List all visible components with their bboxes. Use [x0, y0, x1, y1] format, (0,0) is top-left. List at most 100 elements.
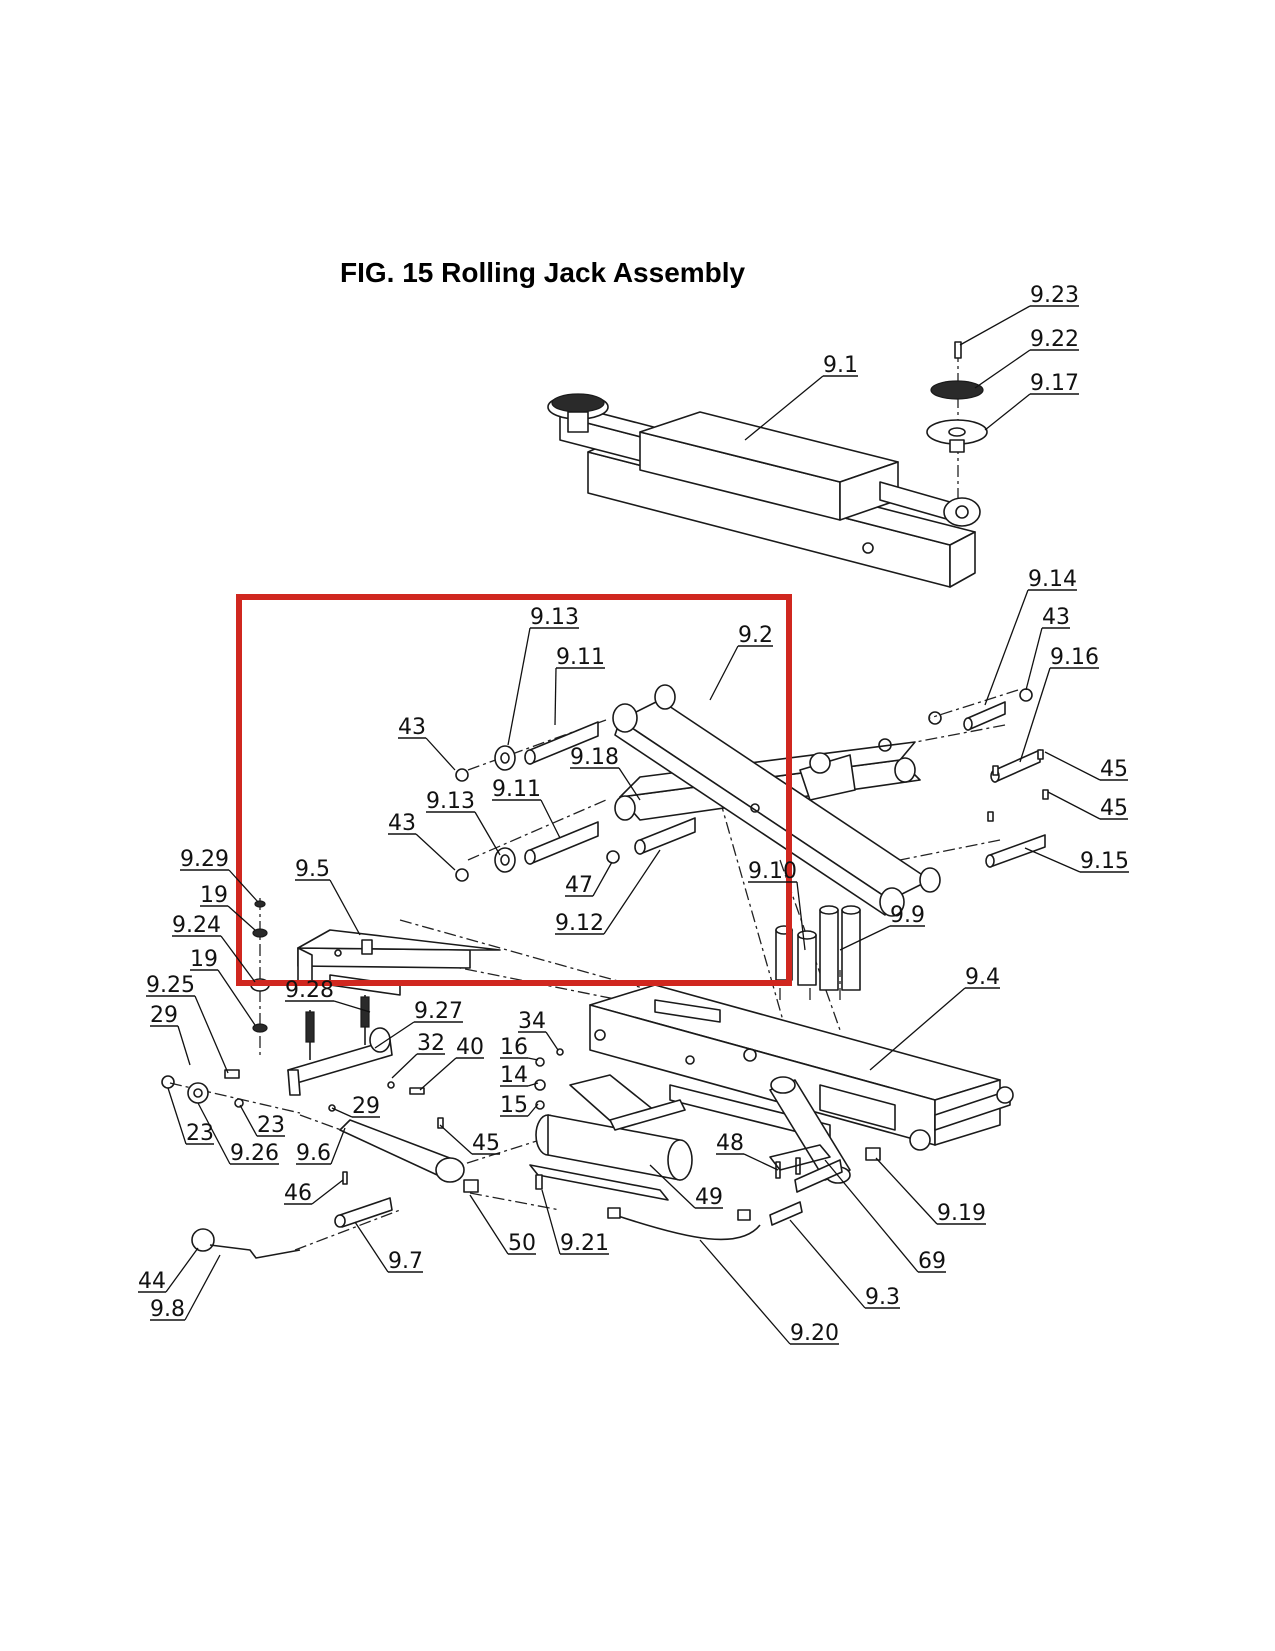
callout-label: 9.11: [556, 645, 605, 670]
callout-label: 9.5: [295, 857, 330, 882]
callout-45: 45: [439, 1124, 500, 1156]
left-stack-parts: [250, 900, 270, 1033]
callout-leader: [474, 811, 501, 856]
callout-label: 9.23: [1030, 283, 1079, 308]
callout-leader: [545, 1031, 559, 1051]
callout-9-2: 9.2: [709, 623, 773, 701]
callout-9-21: 9.21: [541, 1189, 609, 1256]
callout-label: 45: [1100, 796, 1128, 821]
callout-leader: [959, 305, 1031, 346]
callout-label: 9.13: [426, 789, 475, 814]
callout-9-6: 9.6: [296, 1127, 346, 1166]
callout-leader: [839, 925, 891, 951]
callout-label: 43: [388, 811, 416, 836]
callout-label: 43: [1042, 605, 1070, 630]
callout-9-8: 9.8: [150, 1254, 221, 1322]
callout-leader: [329, 879, 361, 936]
callout-9-14: 9.14: [984, 567, 1077, 706]
callout-label: 47: [565, 873, 593, 898]
callout-label: 9.15: [1080, 849, 1129, 874]
callout-9-26: 9.26: [197, 1102, 279, 1166]
callout-9-19: 9.19: [875, 1157, 986, 1226]
callout-leader: [592, 861, 613, 897]
callout-label: 9.11: [492, 777, 541, 802]
callout-9-13: 9.13: [426, 789, 501, 856]
callout-leader: [540, 799, 561, 839]
callout-9-9: 9.9: [839, 903, 925, 951]
callout-50: 50: [469, 1194, 536, 1256]
callout-leader: [197, 1102, 231, 1165]
callout-15: 15: [500, 1093, 539, 1118]
callout-label: 9.12: [555, 911, 604, 936]
callout-leader: [974, 349, 1031, 389]
handle-parts: [191, 1119, 465, 1259]
callout-label: 9.14: [1028, 567, 1077, 592]
callout-43: 43: [388, 811, 456, 871]
callout-leader: [374, 1021, 415, 1049]
callout-19: 19: [200, 883, 256, 931]
callout-48: 48: [716, 1131, 779, 1171]
callout-9-12: 9.12: [555, 849, 661, 936]
callout-label: 9.19: [937, 1201, 986, 1226]
callout-19: 19: [190, 947, 256, 1026]
callout-leader: [331, 1107, 353, 1118]
callout-9-11: 9.11: [554, 645, 605, 726]
callout-leader: [177, 1025, 191, 1066]
callout-69: 69: [824, 1159, 946, 1274]
callout-leader: [227, 905, 256, 931]
callout-49: 49: [649, 1164, 723, 1210]
callout-label: 44: [138, 1269, 166, 1294]
callout-9-22: 9.22: [974, 327, 1079, 389]
callout-label: 69: [918, 1249, 946, 1274]
callout-leader: [1025, 627, 1043, 691]
top-beam-part: [547, 393, 981, 588]
callout-leader: [239, 1104, 258, 1137]
callout-34: 34: [518, 1009, 559, 1051]
callout-leader: [1019, 667, 1051, 763]
callout-9-27: 9.27: [374, 999, 463, 1049]
callout-leader: [618, 767, 641, 801]
callout-label: 23: [257, 1113, 285, 1138]
callout-label: 14: [500, 1063, 528, 1088]
callout-9-18: 9.18: [570, 745, 641, 801]
callout-43: 43: [1025, 605, 1070, 691]
callout-label: 29: [352, 1094, 380, 1119]
callout-label: 9.29: [180, 847, 229, 872]
figure-title: FIG. 15 Rolling Jack Assembly: [340, 257, 746, 288]
callout-leader: [217, 969, 256, 1026]
callout-leader: [984, 393, 1031, 431]
callout-leader: [527, 1082, 539, 1087]
callout-29: 29: [150, 1003, 191, 1066]
callout-label: 40: [456, 1035, 484, 1060]
callout-label: 9.13: [530, 605, 579, 630]
callout-label: 9.2: [738, 623, 773, 648]
callout-9-28: 9.28: [285, 978, 371, 1013]
callout-label: 46: [284, 1181, 312, 1206]
callout-label: 9.4: [965, 965, 1000, 990]
callout-leader: [796, 881, 806, 951]
callout-label: 15: [500, 1093, 528, 1118]
callout-leader: [1044, 751, 1101, 781]
callout-leader: [228, 869, 259, 903]
callout-leader: [311, 1179, 344, 1205]
callout-leader: [984, 589, 1029, 706]
callout-leader: [869, 987, 966, 1071]
callout-47: 47: [565, 861, 613, 898]
callout-label: 34: [518, 1009, 546, 1034]
callout-label: 43: [398, 715, 426, 740]
callout-leader: [167, 1087, 187, 1145]
callout-label: 9.1: [823, 353, 858, 378]
callout-leader: [439, 1124, 473, 1155]
callout-9-10: 9.10: [748, 859, 806, 951]
callout-label: 9.21: [560, 1231, 609, 1256]
callout-leader: [333, 1000, 371, 1013]
callout-label: 9.9: [890, 903, 925, 928]
callout-45: 45: [1044, 751, 1128, 782]
callout-label: 9.16: [1050, 645, 1099, 670]
callout-9-1: 9.1: [744, 353, 858, 441]
callout-leader: [469, 1194, 509, 1255]
callout-40: 40: [419, 1035, 484, 1091]
callout-label: 16: [500, 1035, 528, 1060]
callout-9-15: 9.15: [1024, 847, 1129, 874]
callout-label: 9.28: [285, 978, 334, 1003]
